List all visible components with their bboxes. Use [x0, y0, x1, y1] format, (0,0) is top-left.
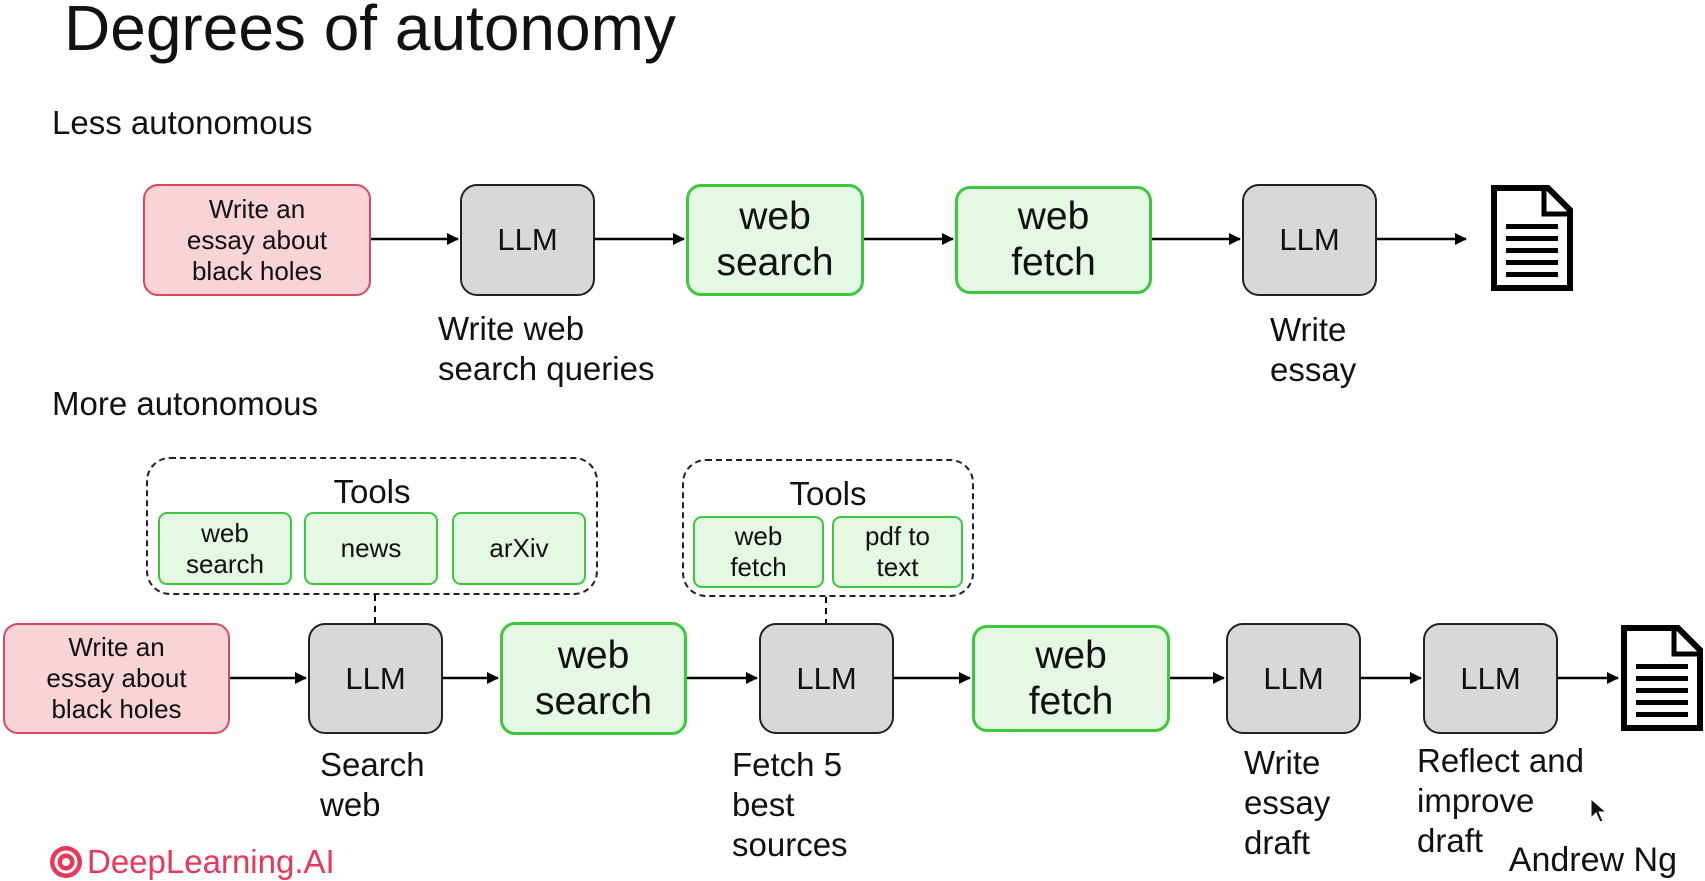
tools-group-search-label: Tools	[333, 473, 411, 510]
tool-arxiv-chip: arXiv	[452, 512, 586, 585]
more-llm-fetch-box: LLM	[759, 623, 894, 734]
less-llm-essay-label: LLM	[1279, 222, 1340, 257]
tool-pdf-to-text-chip: pdf to text	[832, 516, 963, 588]
more-web-fetch-box: web fetch	[972, 625, 1170, 732]
more-llm-draft-caption: Write essay draft	[1244, 744, 1331, 861]
more-prompt-box: Write an essay about black holes	[3, 623, 230, 734]
tool-web-search-chip: web search	[158, 512, 292, 585]
more-llm-search-box: LLM	[308, 623, 443, 734]
presenter-name: Andrew Ng	[1508, 841, 1677, 879]
tool-web-fetch-chip-label: web fetch	[730, 521, 787, 582]
tools-group-search: Tools	[146, 457, 598, 595]
tool-news-chip: news	[304, 512, 438, 585]
more-web-search-label: web search	[534, 633, 653, 723]
more-llm-reflect-label: LLM	[1460, 660, 1521, 696]
more-llm-draft-label: LLM	[1263, 660, 1324, 696]
more-llm-fetch-label: LLM	[796, 660, 857, 696]
tools-group-fetch: Tools	[682, 459, 974, 597]
less-web-search-box: web search	[686, 184, 864, 296]
less-llm-essay-caption: Write essay	[1270, 311, 1357, 388]
tool-arxiv-chip-label: arXiv	[489, 533, 549, 563]
page-title: Degrees of autonomy	[64, 0, 676, 64]
deeplearning-logo: DeepLearning.AI	[48, 843, 335, 881]
tool-news-chip-label: news	[340, 533, 402, 563]
less-web-search-label: web search	[716, 195, 834, 284]
less-autonomous-label: Less autonomous	[52, 104, 313, 141]
deeplearning-logo-icon	[50, 846, 82, 878]
tools-group-fetch-label: Tools	[789, 475, 867, 512]
tool-pdf-to-text-chip-label: pdf to text	[864, 521, 931, 582]
more-llm-search-caption: Search web	[320, 746, 425, 823]
more-llm-draft-box: LLM	[1226, 623, 1361, 734]
less-document-icon	[1491, 185, 1573, 291]
less-prompt-text: Write an essay about black holes	[186, 193, 328, 286]
more-llm-reflect-box: LLM	[1423, 623, 1558, 734]
more-llm-search-label: LLM	[345, 660, 406, 696]
less-llm-essay-box: LLM	[1242, 184, 1377, 296]
less-llm-query-box: LLM	[460, 184, 595, 296]
more-document-icon	[1621, 625, 1703, 731]
more-llm-fetch-caption: Fetch 5 best sources	[732, 746, 848, 863]
tool-web-search-chip-label: web search	[185, 517, 265, 579]
tool-web-fetch-chip: web fetch	[693, 516, 824, 588]
more-web-fetch-label: web fetch	[1028, 633, 1114, 723]
more-prompt-text: Write an essay about black holes	[46, 632, 187, 724]
less-web-fetch-box: web fetch	[955, 186, 1152, 294]
mouse-cursor-icon	[1590, 798, 1608, 823]
less-web-fetch-label: web fetch	[1011, 195, 1096, 284]
less-llm-query-label: LLM	[497, 222, 558, 257]
deeplearning-logo-text: DeepLearning.AI	[87, 843, 335, 880]
less-prompt-box: Write an essay about black holes	[143, 184, 371, 296]
less-llm-query-caption: Write web search queries	[438, 310, 655, 387]
more-autonomous-label: More autonomous	[52, 385, 318, 422]
more-web-search-box: web search	[500, 622, 687, 735]
more-llm-reflect-caption: Reflect and improve draft	[1417, 742, 1584, 859]
